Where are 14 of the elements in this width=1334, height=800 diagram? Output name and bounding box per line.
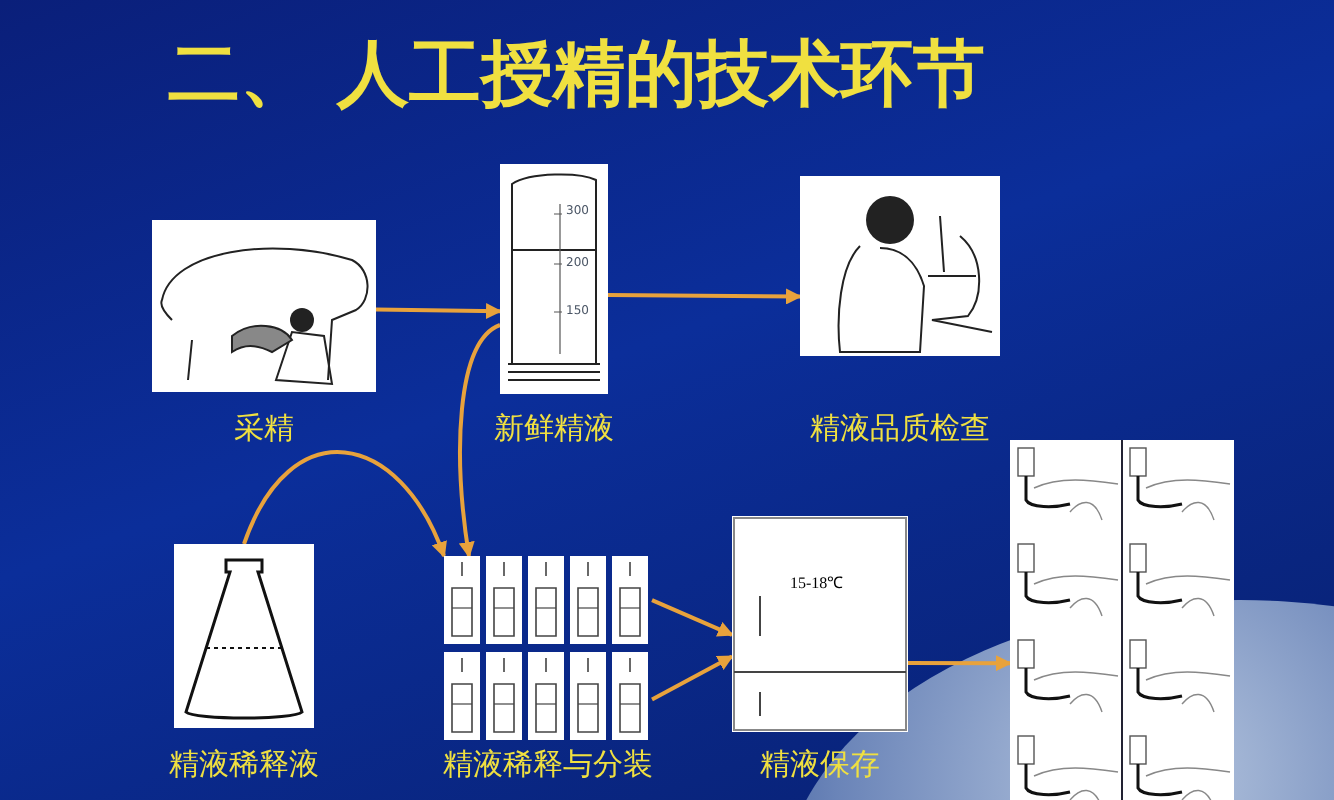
arrow <box>651 654 734 702</box>
arrow <box>651 598 734 637</box>
arrow <box>458 323 501 558</box>
arrow <box>608 288 802 305</box>
arrow <box>375 303 502 319</box>
step-caption: 精液稀释液 <box>167 744 321 784</box>
arrow <box>908 655 1012 672</box>
arrow <box>242 450 446 558</box>
diagram-title: 二、 人工授精的技术环节 <box>168 32 986 120</box>
step-caption: 新鲜精液 <box>492 408 616 448</box>
step-caption: 精液品质检查 <box>808 408 992 448</box>
step-caption: 采精 <box>232 408 296 448</box>
temperature-label: 15-18℃ <box>790 576 844 592</box>
step-caption: 精液稀释与分装 <box>441 744 655 784</box>
